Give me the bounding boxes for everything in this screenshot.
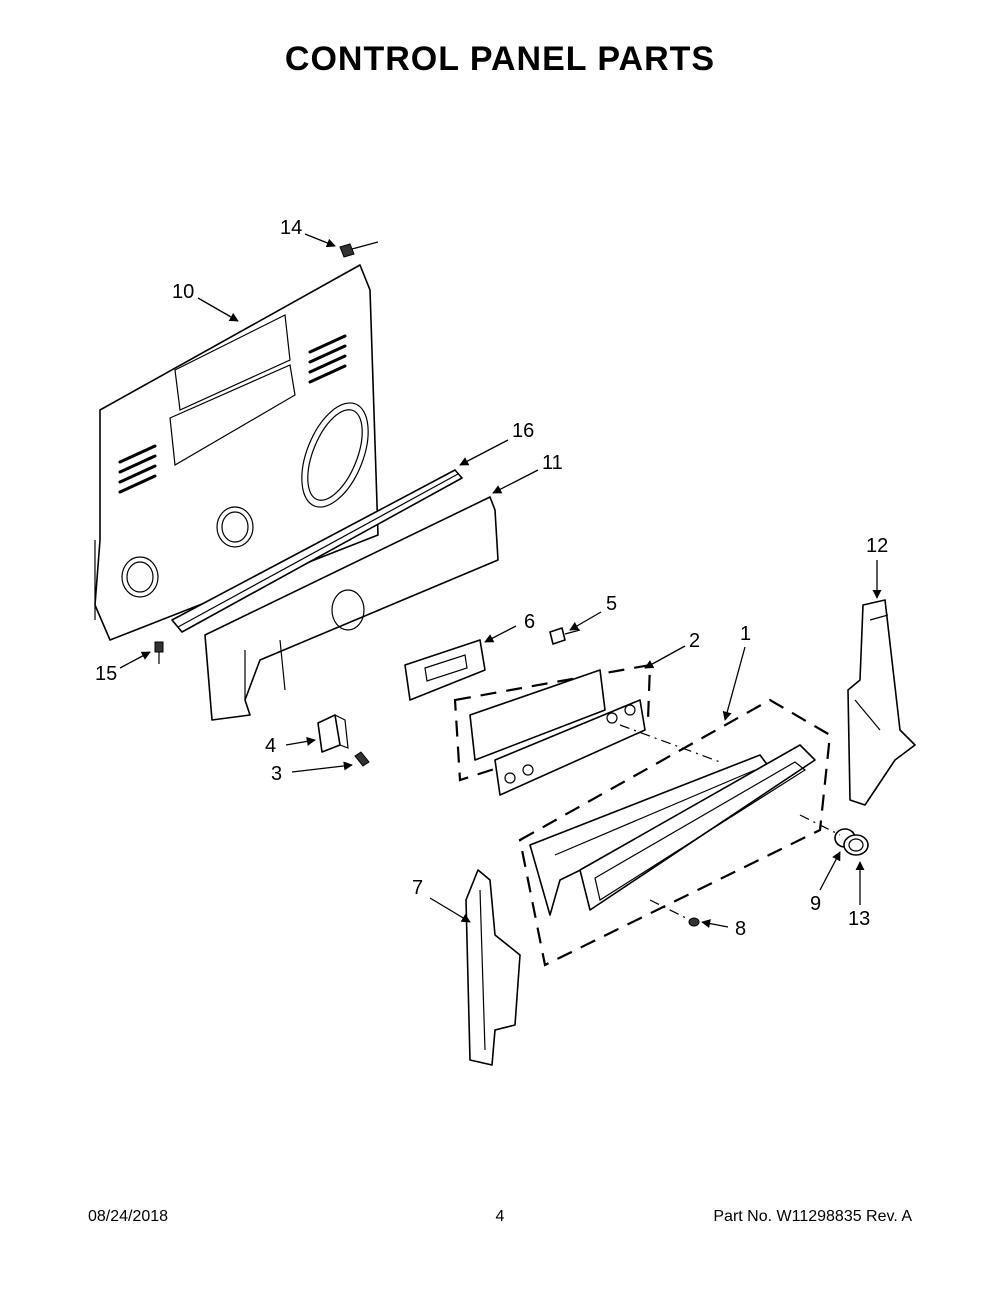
footer-page-number: 4 xyxy=(495,1208,505,1225)
callout-10: 10 xyxy=(172,281,194,303)
part-5-switch xyxy=(549,627,581,645)
part-8-screw xyxy=(688,917,700,927)
page-title: CONTROL PANEL PARTS xyxy=(284,40,716,78)
callout-8: 8 xyxy=(735,918,746,940)
part-2-control-panel-frame xyxy=(453,663,652,796)
callout-2: 2 xyxy=(689,630,700,652)
footer-date: 08/24/2018 xyxy=(88,1208,169,1225)
part-10-console-panel xyxy=(94,264,379,641)
callout-16: 16 xyxy=(512,420,534,442)
callout-11: 11 xyxy=(542,452,563,474)
callout-5: 5 xyxy=(606,593,617,615)
footer-part-number: Part No. W11298835 Rev. A xyxy=(713,1208,912,1225)
part-16-strip xyxy=(171,469,463,633)
part-14-screw xyxy=(339,241,379,258)
part-6-electronic-control xyxy=(404,639,486,701)
alignment-lines xyxy=(619,724,841,921)
callout-6: 6 xyxy=(524,611,535,633)
part-13-knob xyxy=(843,834,869,856)
part-3-screw xyxy=(354,751,370,767)
part-11-support-tray xyxy=(204,496,499,721)
callout-9: 9 xyxy=(810,893,821,915)
callout-3: 3 xyxy=(271,763,282,785)
leader-lines xyxy=(119,233,882,929)
part-7-end-cap-left xyxy=(465,869,521,1066)
callout-13: 13 xyxy=(848,908,870,930)
callout-7: 7 xyxy=(412,877,423,899)
part-1-console-trim xyxy=(518,698,832,967)
callout-4: 4 xyxy=(265,735,276,757)
callout-labels: 14 10 16 11 12 6 5 2 1 15 4 3 7 9 13 8 xyxy=(95,217,888,940)
callout-12: 12 xyxy=(866,535,888,557)
part-4-infinite-switch xyxy=(317,714,349,753)
callout-1: 1 xyxy=(740,623,751,645)
part-12-end-cap-right xyxy=(847,599,916,806)
callout-15: 15 xyxy=(95,663,117,685)
callout-14: 14 xyxy=(280,217,302,239)
part-15-screw xyxy=(154,641,164,664)
